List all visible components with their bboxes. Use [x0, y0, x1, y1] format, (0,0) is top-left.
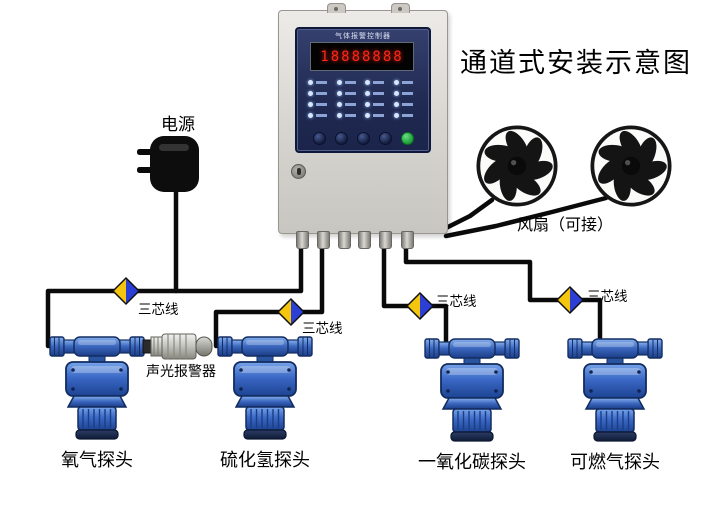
indicator-light	[337, 111, 366, 121]
wire-fan-left	[443, 197, 495, 231]
indicator-light	[308, 89, 337, 99]
controller-panel: 气体报警控制器 18888888	[295, 27, 431, 153]
power-plug	[137, 136, 199, 192]
wire-label-3: 三芯线	[436, 294, 477, 309]
diagram-title: 通道式安装示意图	[460, 48, 692, 78]
indicator-light	[337, 100, 366, 110]
detector-label-oxygen: 氧气探头	[61, 450, 133, 470]
fan-left-icon	[475, 125, 559, 208]
wire-connector-diamond-2	[276, 297, 306, 327]
detector-oxygen-graphic	[49, 336, 145, 440]
panel-buttons	[297, 132, 429, 145]
cable-gland	[401, 231, 414, 249]
detector-label-co: 一氧化碳探头	[418, 452, 526, 472]
indicator-light	[394, 78, 423, 88]
detector-h2s-graphic	[217, 336, 313, 440]
indicator-light	[394, 111, 423, 121]
panel-button	[334, 132, 348, 145]
lock-keyhole	[291, 164, 306, 179]
sound-light-alarm-graphic	[142, 333, 213, 360]
indicator-light	[308, 100, 337, 110]
fan-right-icon	[589, 125, 673, 208]
indicator-light	[308, 78, 337, 88]
indicator-light	[365, 78, 394, 88]
panel-title: 气体报警控制器	[335, 33, 391, 40]
wire-label-1: 三芯线	[138, 302, 179, 317]
indicator-light	[365, 111, 394, 121]
detector-co-graphic	[424, 338, 520, 442]
wire-fan-right	[443, 195, 609, 239]
indicator-light	[308, 111, 337, 121]
cable-gland	[296, 231, 309, 249]
wire-label-4: 三芯线	[587, 289, 628, 304]
mount-tab	[391, 3, 410, 13]
mount-tab	[327, 3, 346, 13]
cable-gland	[358, 231, 371, 249]
cable-gland	[379, 231, 392, 249]
indicator-light	[337, 89, 366, 99]
led-display: 18888888	[310, 42, 414, 71]
controller-unit: 气体报警控制器 18888888	[278, 3, 448, 249]
wire-connector-diamond-3	[405, 291, 435, 321]
cable-gland	[338, 231, 351, 249]
panel-power-button	[400, 132, 414, 145]
wire-connector-diamond-1	[111, 276, 141, 306]
indicator-light	[337, 78, 366, 88]
indicator-light	[394, 89, 423, 99]
indicator-light	[365, 100, 394, 110]
detector-label-combustible: 可燃气探头	[570, 452, 660, 472]
indicator-grid	[308, 77, 422, 121]
cable-gland	[317, 231, 330, 249]
detector-combustible-graphic	[567, 338, 663, 442]
alarm-label: 声光报警器	[146, 365, 216, 380]
wires	[45, 183, 609, 349]
wire-connector-diamond-4	[555, 285, 585, 315]
panel-button	[356, 132, 370, 145]
power-label: 电源	[161, 115, 195, 134]
detector-label-h2s: 硫化氢探头	[220, 450, 310, 470]
panel-button	[312, 132, 326, 145]
wire-detector-4	[403, 242, 603, 347]
indicator-light	[394, 100, 423, 110]
wire-label-2: 三芯线	[302, 321, 343, 336]
fan-label: 风扇（可接）	[516, 217, 613, 234]
panel-button	[378, 132, 392, 145]
indicator-light	[365, 89, 394, 99]
